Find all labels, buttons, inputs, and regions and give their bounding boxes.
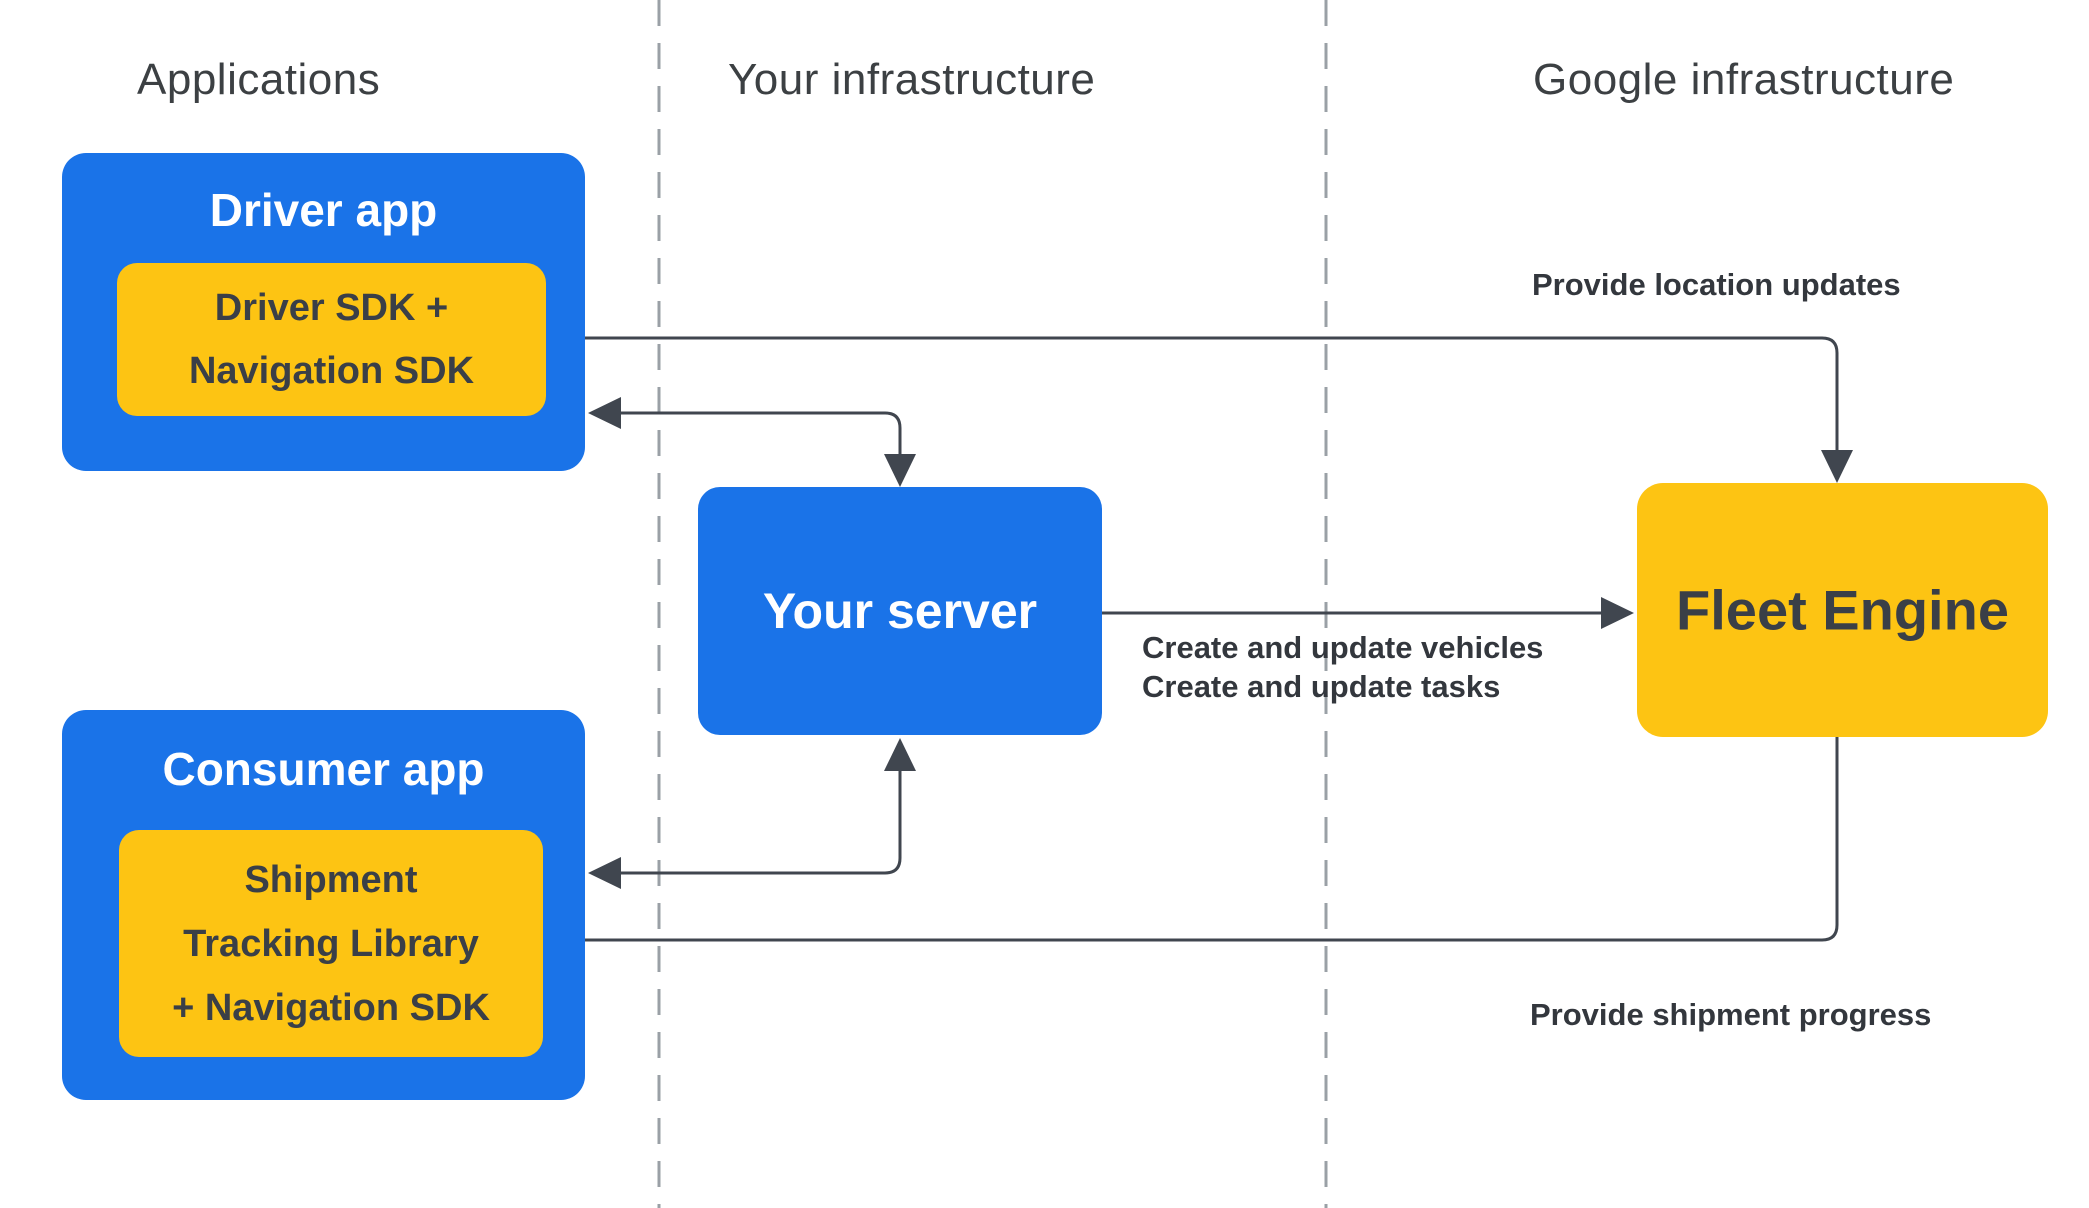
node-driver-app: Driver app Driver SDK + Navigation SDK bbox=[62, 153, 585, 471]
connector-consumer-app-your-server bbox=[618, 762, 902, 875]
consumer-sdk-label: Shipment Tracking Library + Navigation S… bbox=[172, 858, 490, 1029]
arrowhead-into-consumer-app bbox=[588, 857, 621, 889]
connector-fleet-engine-consumer-sdk bbox=[578, 737, 1839, 942]
node-consumer-app: Consumer app Shipment Tracking Library +… bbox=[62, 710, 585, 1100]
consumer-app-title: Consumer app bbox=[162, 743, 485, 795]
your-server-title: Your server bbox=[762, 583, 1038, 639]
driver-sdk-label: Driver SDK + Navigation SDK bbox=[188, 286, 475, 392]
edge-label-create-and-update: Create and update vehicles Create and up… bbox=[1142, 630, 1544, 704]
node-consumer-sdk: Shipment Tracking Library + Navigation S… bbox=[119, 830, 543, 1057]
edge-label-provide-shipment-progress: Provide shipment progress bbox=[1530, 997, 1932, 1032]
node-driver-sdk: Driver SDK + Navigation SDK bbox=[117, 263, 546, 416]
connector-driver-sdk-fleet-engine bbox=[580, 336, 1839, 460]
node-your-server: Your server bbox=[698, 487, 1102, 735]
column-header-google-infrastructure: Google infrastructure bbox=[1533, 55, 1955, 104]
arrowhead-into-your-server-top bbox=[884, 454, 916, 487]
arrowhead-into-your-server-bottom bbox=[884, 738, 916, 771]
column-header-applications: Applications bbox=[137, 55, 381, 104]
connector-driver-app-your-server bbox=[618, 411, 902, 462]
arrowhead-into-fleet-engine-top bbox=[1821, 450, 1853, 483]
fleet-engine-title: Fleet Engine bbox=[1676, 578, 2009, 642]
arrowhead-into-driver-app bbox=[588, 397, 621, 429]
edge-label-provide-location-updates: Provide location updates bbox=[1532, 267, 1901, 302]
node-fleet-engine: Fleet Engine bbox=[1637, 483, 2048, 737]
arrowhead-into-fleet-engine-left bbox=[1601, 597, 1634, 629]
driver-app-title: Driver app bbox=[209, 184, 438, 236]
column-header-your-infrastructure: Your infrastructure bbox=[728, 55, 1096, 104]
